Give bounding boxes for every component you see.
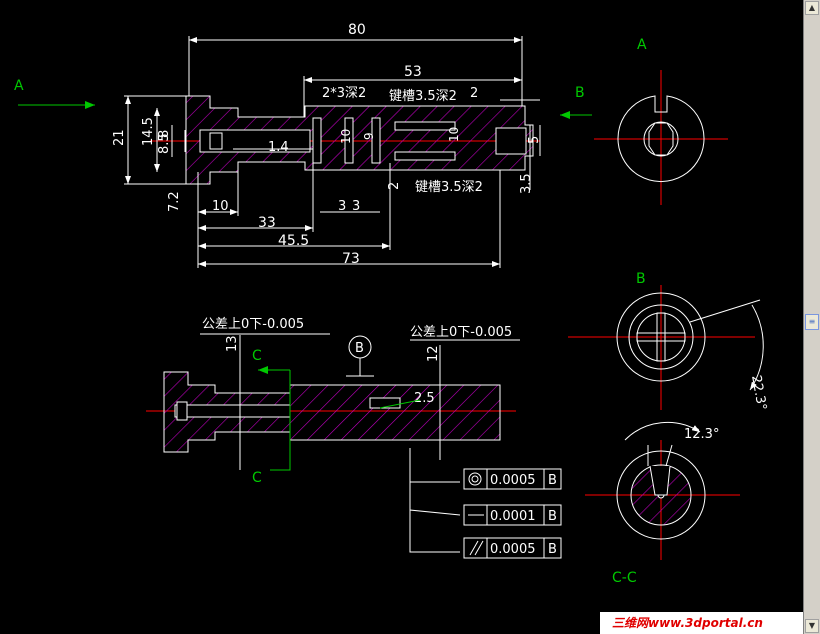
tolerance-note-left: 公差上0下-0.005 xyxy=(202,317,304,332)
top-pin-hole xyxy=(209,132,223,150)
dim-3-a: 3 xyxy=(338,199,346,214)
tolerance-frame-1: 0.0005 B xyxy=(463,468,562,490)
bottom-part-section xyxy=(163,371,501,453)
parallelism-icon xyxy=(469,540,484,556)
section-view-a: A xyxy=(594,37,728,205)
vertical-scrollbar[interactable]: ▲ ≡ ▼ xyxy=(803,0,820,634)
scroll-thumb[interactable]: ≡ xyxy=(805,314,819,330)
tolerance-datum-1: B xyxy=(548,473,557,488)
dim-2-5: 2.5 xyxy=(414,391,435,406)
dim-1-4: 1.4 xyxy=(268,140,289,155)
section-b-title: B xyxy=(636,271,646,287)
dim-10-horizontal: 10 xyxy=(212,199,229,214)
dim-13: 13 xyxy=(225,335,240,352)
tolerance-frame-3: 0.0005 B xyxy=(463,537,562,559)
dim-3-5: 3.5 xyxy=(519,173,534,194)
dim-14-5: 14.5 xyxy=(141,117,156,146)
tolerance-frame-2: 0.0001 B xyxy=(463,504,562,526)
section-a-title: A xyxy=(637,37,647,53)
top-bore xyxy=(199,129,311,153)
top-part-section xyxy=(185,95,534,185)
bottom-bore xyxy=(174,404,291,418)
tolerance-datum-2: B xyxy=(548,509,557,524)
dim-12: 12 xyxy=(426,345,441,362)
top-slot-2 xyxy=(344,117,354,164)
section-view-cc: 12.3° C-C xyxy=(585,421,740,586)
top-keyway xyxy=(394,121,456,131)
dim-80: 80 xyxy=(348,22,366,38)
section-label-b: B xyxy=(575,85,585,101)
section-cc-angle: 12.3° xyxy=(684,427,719,442)
dim-53: 53 xyxy=(404,64,422,80)
section-label-a: A xyxy=(14,78,24,94)
dim-2-top: 2 xyxy=(470,86,478,101)
dim-10-right: 10 xyxy=(447,127,461,142)
watermark-logo: 三维网www.3dportal.cn xyxy=(600,612,803,634)
dim-9: 9 xyxy=(362,132,376,140)
section-line-c xyxy=(270,370,291,471)
tolerance-value-2: 0.0001 xyxy=(490,509,536,524)
tolerance-value-1: 0.0005 xyxy=(490,473,536,488)
top-slot-1 xyxy=(312,117,322,164)
tolerance-datum-3: B xyxy=(548,542,557,557)
dim-7-2: 7.2 xyxy=(167,191,182,212)
section-a-hex xyxy=(648,122,674,156)
cad-drawing-canvas: 80 53 2*3深2 键槽3.5深2 2 21 14.5 8 8.5 1.4 … xyxy=(14,22,769,586)
dim-33: 33 xyxy=(258,215,276,231)
dim-keyway-bottom: 键槽3.5深2 xyxy=(415,180,483,195)
dim-45-5: 45.5 xyxy=(278,233,309,249)
dim-8-5: 8.5 xyxy=(157,133,172,154)
dim-2-bottom: 2 xyxy=(387,182,402,190)
section-view-b: 22.3° B xyxy=(568,271,769,412)
section-c-bottom-label: C xyxy=(252,470,262,486)
top-view: 80 53 2*3深2 键槽3.5深2 2 21 14.5 8 8.5 1.4 … xyxy=(14,22,592,268)
dim-73: 73 xyxy=(342,251,360,267)
bottom-view: 公差上0下-0.005 公差上0下-0.005 13 12 2.5 B C C xyxy=(146,317,520,553)
bottom-pin-hole xyxy=(176,401,188,421)
section-b-angle: 22.3° xyxy=(748,374,769,412)
dim-21: 21 xyxy=(112,129,127,146)
top-keyway-2 xyxy=(394,151,456,161)
dim-5: 5 xyxy=(527,136,542,144)
concentricity-icon xyxy=(468,472,482,486)
dim-2x3-deep2: 2*3深2 xyxy=(322,86,366,101)
dim-3-b: 3 xyxy=(352,199,360,214)
dim-keyway-top: 键槽3.5深2 xyxy=(389,89,457,104)
top-end-slot xyxy=(495,127,527,155)
bottom-keyway xyxy=(369,397,401,409)
section-cc-title: C-C xyxy=(612,570,637,586)
datum-b-label: B xyxy=(355,341,364,356)
dim-8: 8 xyxy=(157,130,172,138)
scroll-up-icon[interactable]: ▲ xyxy=(805,1,819,15)
section-c-top-label: C xyxy=(252,348,262,364)
dim-10-vertical: 10 xyxy=(339,129,353,144)
top-slot-3 xyxy=(371,117,381,164)
tolerance-note-right: 公差上0下-0.005 xyxy=(410,325,512,340)
scroll-down-icon[interactable]: ▼ xyxy=(805,619,819,633)
tolerance-value-3: 0.0005 xyxy=(490,542,536,557)
